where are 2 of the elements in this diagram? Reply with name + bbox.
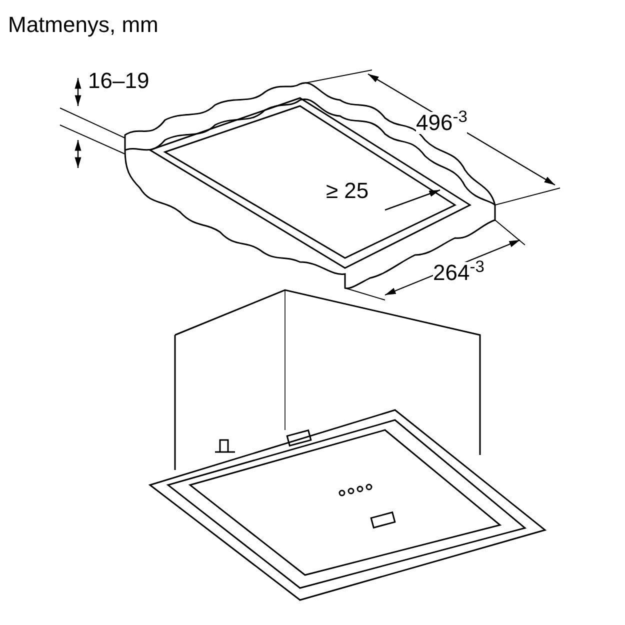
- heading: Matmenys, mm: [8, 11, 158, 39]
- dimension-label: 496$^{-3}$: [416, 112, 468, 134]
